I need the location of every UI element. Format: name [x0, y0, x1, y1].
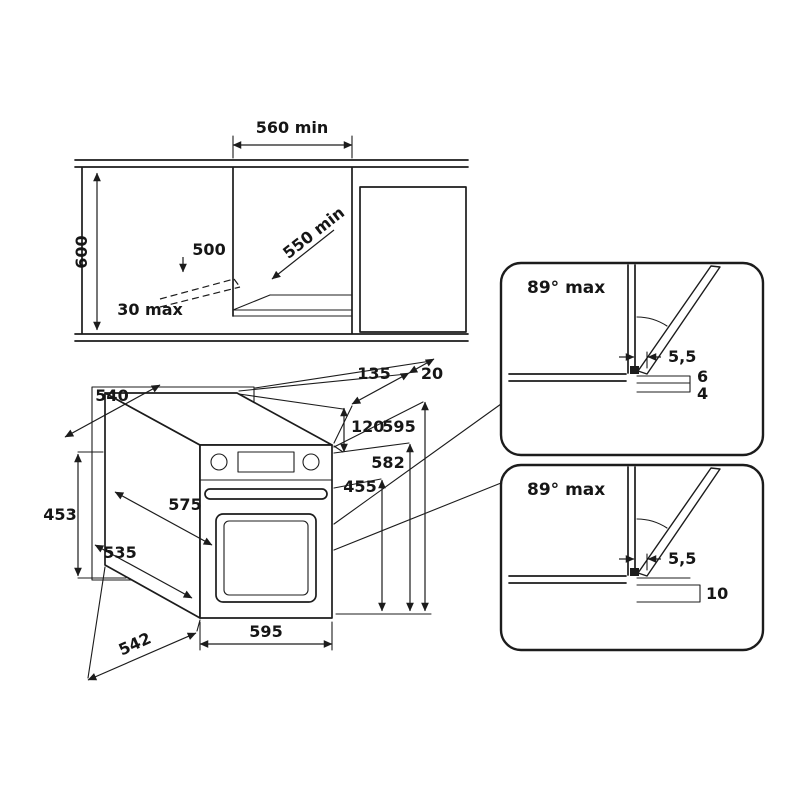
dim-line-542	[87, 632, 197, 681]
gap-reference-lines-top	[636, 351, 691, 393]
dim-label-595-height: 595	[382, 417, 415, 436]
niche-floor-lines	[232, 294, 353, 317]
dim-arrow-550	[271, 229, 335, 280]
dim-label-20: 20	[421, 364, 443, 383]
dim-label-575: 575	[168, 495, 201, 514]
worktop-lines-top	[508, 373, 627, 382]
angle-label-top: 89° max	[527, 278, 605, 298]
dim-label-500: 500	[192, 240, 225, 259]
dim-label-120: 120	[351, 417, 384, 436]
dim-line-575	[114, 491, 213, 546]
worktop-lines-bottom	[508, 575, 627, 584]
counter-and-base-lines	[74, 159, 469, 342]
open-door-bottom	[637, 467, 721, 577]
gap-label-55-bottom: 5,5	[668, 549, 696, 568]
dim-label-595-width: 595	[249, 622, 282, 641]
dim-560-extension-lines	[232, 135, 353, 159]
door-angle-arc-bottom	[636, 518, 668, 529]
dim-label-135: 135	[357, 364, 390, 383]
hinge-block-bottom	[630, 568, 639, 576]
oven-knob-right	[302, 453, 320, 471]
oven-front-face	[199, 444, 333, 619]
detail-leader-lines	[333, 403, 502, 551]
dim-line-535	[94, 544, 193, 599]
open-door-top	[637, 265, 721, 375]
oven-door-window	[215, 513, 317, 603]
dim-label-582: 582	[371, 453, 404, 472]
protrusion-dashed-lines	[159, 278, 241, 308]
door-angle-arc-top	[636, 316, 668, 327]
dim-label-540: 540	[95, 386, 128, 405]
oven-drawing: 540 135 20 120 595 582 455 575 453 535 5…	[43, 358, 502, 681]
angle-label-bottom: 89° max	[527, 480, 605, 500]
gap-label-4: 4	[697, 384, 708, 403]
oven-display	[237, 451, 295, 473]
hinge-detail-bottom: 89° max 5,5 10	[499, 463, 765, 652]
gap-label-6: 6	[697, 367, 708, 386]
dim-line-20	[408, 358, 435, 374]
gap-label-10: 10	[706, 584, 728, 603]
cabinet-section-drawing: 560 min 600 500 550 min 30 max	[72, 118, 469, 342]
dim-label-453: 453	[43, 505, 76, 524]
hinge-detail-top: 89° max 5,5 6 4	[499, 261, 765, 457]
dim-label-560-min: 560 min	[256, 118, 329, 137]
adjacent-cabinet-box	[359, 186, 467, 333]
hinge-block-top	[630, 366, 639, 374]
dim-label-30-max: 30 max	[117, 300, 183, 319]
dim-line-135	[351, 372, 410, 405]
dim-line-540	[64, 384, 161, 438]
dim-label-542: 542	[116, 629, 154, 660]
oven-door-window-inner	[223, 520, 309, 596]
dim-label-535: 535	[103, 543, 136, 562]
dim-label-550-min: 550 min	[279, 203, 348, 263]
gap-reference-lines-bottom	[636, 553, 701, 603]
dim-label-455: 455	[343, 477, 376, 496]
gap-label-55-top: 5,5	[668, 347, 696, 366]
oven-knob-left	[210, 453, 228, 471]
dim-label-600: 600	[72, 235, 91, 268]
